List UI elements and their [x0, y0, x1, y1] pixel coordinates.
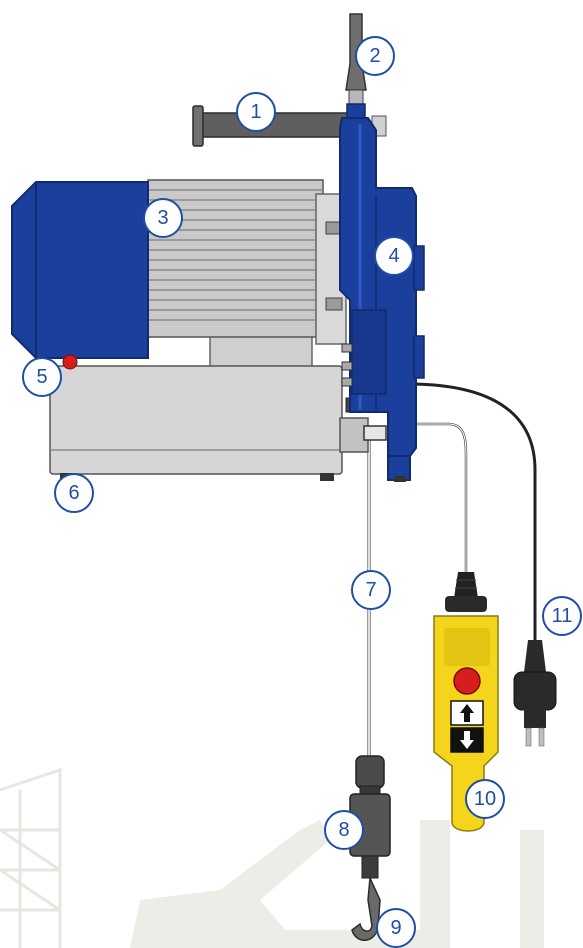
- callout-7-number: 7: [365, 579, 377, 601]
- load-hook: [351, 875, 381, 941]
- callout-4-number: 4: [388, 245, 400, 267]
- stop-button: [453, 667, 481, 695]
- callout-9: 9: [376, 908, 416, 948]
- power-plug: [513, 640, 557, 747]
- fan-cover: [11, 181, 149, 359]
- callout-11: 11: [542, 596, 582, 636]
- callout-7: 7: [351, 570, 391, 610]
- callout-11-number: 11: [551, 605, 573, 627]
- callout-10-number: 10: [473, 788, 497, 810]
- callout-8: 8: [324, 810, 364, 850]
- callout-4: 4: [374, 236, 414, 276]
- callout-5-number: 5: [36, 366, 48, 388]
- callout-2-number: 2: [369, 45, 381, 67]
- callout-6-number: 6: [68, 482, 80, 504]
- callout-9-number: 9: [390, 917, 402, 939]
- callout-8-number: 8: [338, 819, 350, 841]
- callout-10: 10: [465, 779, 505, 819]
- callout-6: 6: [54, 473, 94, 513]
- callout-5: 5: [22, 357, 62, 397]
- blue-frame-gearbox: [339, 117, 425, 482]
- control-pendant: [433, 572, 499, 832]
- base-housing: [49, 365, 387, 481]
- arrow-down-icon: [460, 731, 474, 749]
- callout-1: 1: [236, 92, 276, 132]
- weight: [349, 755, 391, 879]
- power-cord: [407, 382, 537, 640]
- callout-2: 2: [355, 36, 395, 76]
- callout-3: 3: [143, 198, 183, 238]
- red-button: [62, 354, 78, 370]
- callout-1-number: 1: [250, 101, 262, 123]
- callout-3-number: 3: [157, 207, 169, 229]
- arrow-up-icon: [460, 704, 474, 722]
